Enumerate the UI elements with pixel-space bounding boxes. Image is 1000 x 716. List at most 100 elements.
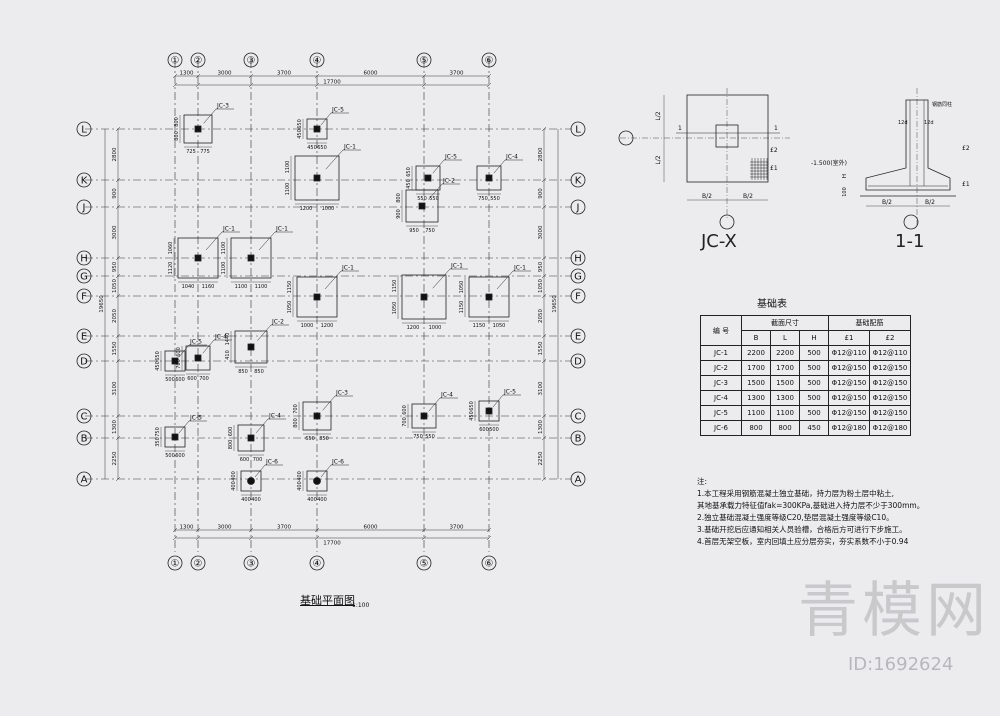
footing-tag: JC-5: [444, 154, 457, 161]
leader-line: [428, 183, 443, 200]
footing-tag: JC-2: [271, 319, 284, 326]
dim-total: 17700: [323, 80, 341, 86]
dim-label: 3700: [450, 71, 464, 77]
table-cell: 500: [799, 345, 829, 361]
dim-tick: [541, 204, 547, 210]
axis-label: ③: [247, 559, 256, 570]
leader-line: [202, 339, 215, 354]
footing-dim: 1150: [287, 281, 293, 294]
axis-label: ②: [194, 559, 203, 570]
footing-dim: 600: [187, 376, 197, 382]
leader-line: [496, 270, 514, 290]
axis-label: G: [80, 272, 88, 283]
footing-dim: 1000: [322, 206, 335, 212]
axis-bubble: [76, 408, 92, 424]
footing-dim: 500: [165, 377, 175, 383]
leader-line: [254, 464, 266, 478]
dim-label: 3700: [277, 525, 291, 531]
table-title: 基础表: [757, 299, 787, 310]
footing-outline: [177, 237, 219, 279]
footing-dim: 950: [409, 228, 419, 234]
jcx-label: JC-X: [701, 231, 737, 252]
axis-bubble: [570, 288, 586, 304]
footing-dim: 1150: [459, 301, 465, 314]
note-line: 其地基承载力特征值fak=300KPa,基础进入持力层不少于300mm。: [697, 501, 925, 510]
axis-bubble: [570, 430, 586, 446]
footing-dim: 1200: [300, 206, 313, 212]
column-square: [420, 412, 428, 420]
dim-tick: [115, 435, 121, 441]
footing-dim: 400: [231, 481, 237, 491]
dim-tick: [541, 333, 547, 339]
axis-label: F: [81, 292, 87, 303]
table-cell: Φ12@150: [828, 405, 870, 421]
axis-bubble: [570, 250, 586, 266]
footing-dim: 1100: [221, 242, 227, 255]
dim-tick: [195, 82, 201, 88]
axis-label: E: [575, 332, 581, 343]
dim-total: 19650: [552, 295, 558, 313]
axis-label: J: [82, 203, 86, 214]
footing-tag: JC-4: [440, 392, 453, 399]
footing-tag: JC-3: [216, 103, 229, 110]
th-h: H: [799, 330, 829, 346]
jcx-dim: L/2: [655, 111, 662, 120]
dim-label: 1300: [112, 420, 118, 434]
dim-tick: [248, 82, 254, 88]
footing-dim: 700: [176, 359, 182, 369]
leader-line: [324, 270, 342, 290]
dim-tick: [248, 527, 254, 533]
footing-dim: 650: [406, 167, 412, 177]
axis-bubble: [243, 555, 259, 571]
table-cell: Φ12@150: [828, 375, 870, 391]
leader-line: [432, 268, 451, 289]
footing-dim: 1200: [321, 323, 334, 329]
section-dim: B/2: [882, 199, 892, 206]
leader-line: [322, 395, 336, 411]
footing-dim: 350: [155, 437, 161, 447]
footing-dim: 650: [155, 351, 161, 361]
dim-label: 2050: [538, 309, 544, 323]
footing-dim: 410: [225, 350, 231, 360]
table-cell: Φ12@150: [828, 360, 870, 376]
column-square: [424, 174, 432, 182]
dim-tick: [172, 527, 178, 533]
dim-tick: [195, 527, 201, 533]
axis-label: J: [576, 203, 580, 214]
leader-line: [432, 159, 445, 174]
jcx-dim: L/2: [655, 155, 662, 164]
table-cell: 1300: [770, 390, 800, 406]
table-cell: Φ12@110: [828, 345, 870, 361]
dim-tick: [314, 82, 320, 88]
dim-tick: [421, 82, 427, 88]
footing-dim: 450: [307, 145, 317, 151]
table-cell: 800: [741, 420, 771, 436]
footing-outline: [476, 165, 502, 191]
footing-dim: 1150: [473, 323, 486, 329]
footing-dim: 450: [406, 179, 412, 189]
axis-bubble: [76, 199, 92, 215]
footing-dim: 400: [307, 497, 317, 503]
footing-dim: 400: [297, 481, 303, 491]
bar-label: £1: [962, 181, 970, 188]
dim-label: 6000: [364, 71, 378, 77]
dim-label: 3700: [277, 71, 291, 77]
axis-bubble: [76, 353, 92, 369]
axis-label: B: [575, 434, 582, 445]
footing-outline: [468, 276, 510, 318]
dim-tick: [172, 535, 178, 541]
watermark-id: ID:1692624: [848, 654, 954, 675]
column-square: [313, 412, 321, 420]
table-cell: 800: [770, 420, 800, 436]
note-line: 4.首层无架空板，室内回填土应分层夯实，夯实系数不小于0.94: [697, 537, 909, 546]
footing-dim: 800: [174, 117, 180, 127]
table-cell: JC-4: [700, 390, 742, 406]
axis-label: L: [575, 125, 581, 136]
section-bubble: [903, 214, 919, 230]
axis-label: H: [80, 254, 88, 265]
footing-dim: 1040: [182, 284, 195, 290]
dim-label: 2800: [538, 147, 544, 161]
